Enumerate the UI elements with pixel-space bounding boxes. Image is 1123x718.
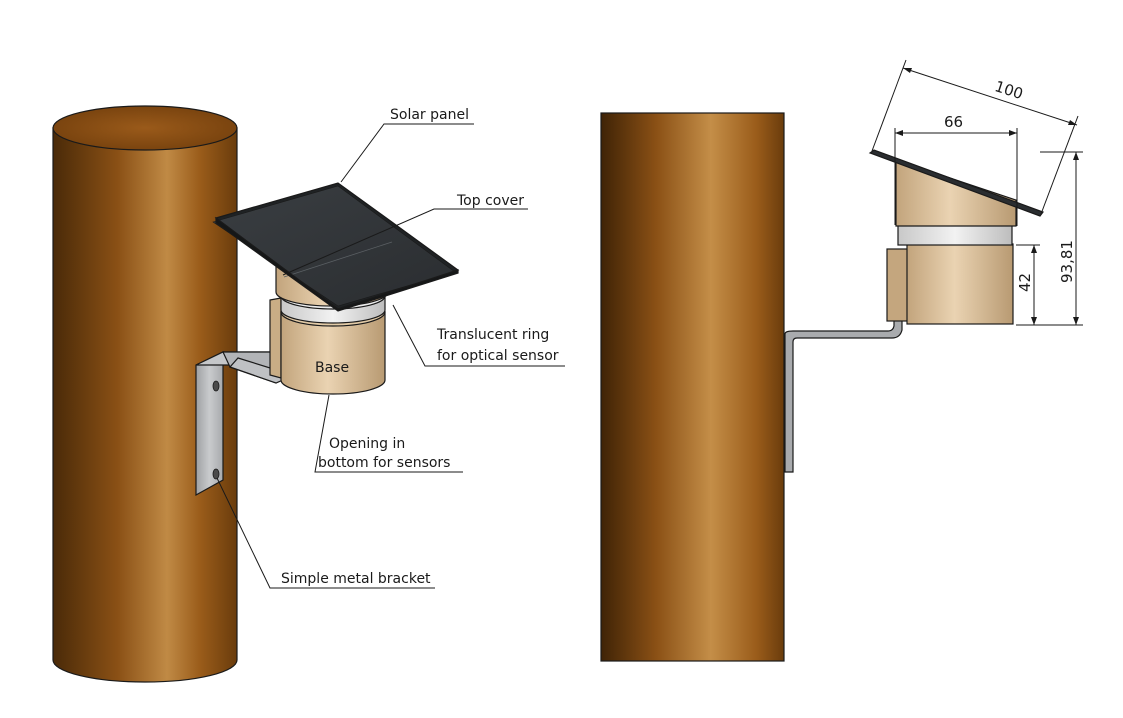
side-view: 100 66 42 93,81 [600, 59, 1083, 662]
dim-66: 66 [944, 113, 963, 131]
callout-lines [216, 123, 565, 589]
label-opening-line1: Opening in [329, 436, 405, 452]
side-bracket [784, 317, 903, 473]
label-translucent-ring-line2: for optical sensor [437, 348, 559, 364]
label-bracket: Simple metal bracket [281, 571, 431, 587]
isometric-view: Solar panel Top cover Translucent ring f… [52, 105, 565, 683]
side-ring [897, 224, 1013, 246]
wooden-pole-left [52, 105, 238, 683]
solar-panel [212, 182, 460, 312]
side-solar-panel [868, 149, 1044, 217]
side-base [886, 243, 1014, 325]
dim-93-81: 93,81 [1058, 240, 1076, 283]
label-opening-line2: bottom for sensors [318, 455, 450, 471]
label-top-cover: Top cover [456, 193, 524, 209]
wooden-pole-right [600, 112, 785, 662]
dim-42: 42 [1016, 273, 1034, 292]
label-solar-panel: Solar panel [390, 107, 469, 123]
label-translucent-ring-line1: Translucent ring [436, 327, 549, 343]
side-top-cover [895, 159, 1017, 227]
dimension-lines [871, 59, 1083, 326]
label-base: Base [315, 360, 349, 376]
